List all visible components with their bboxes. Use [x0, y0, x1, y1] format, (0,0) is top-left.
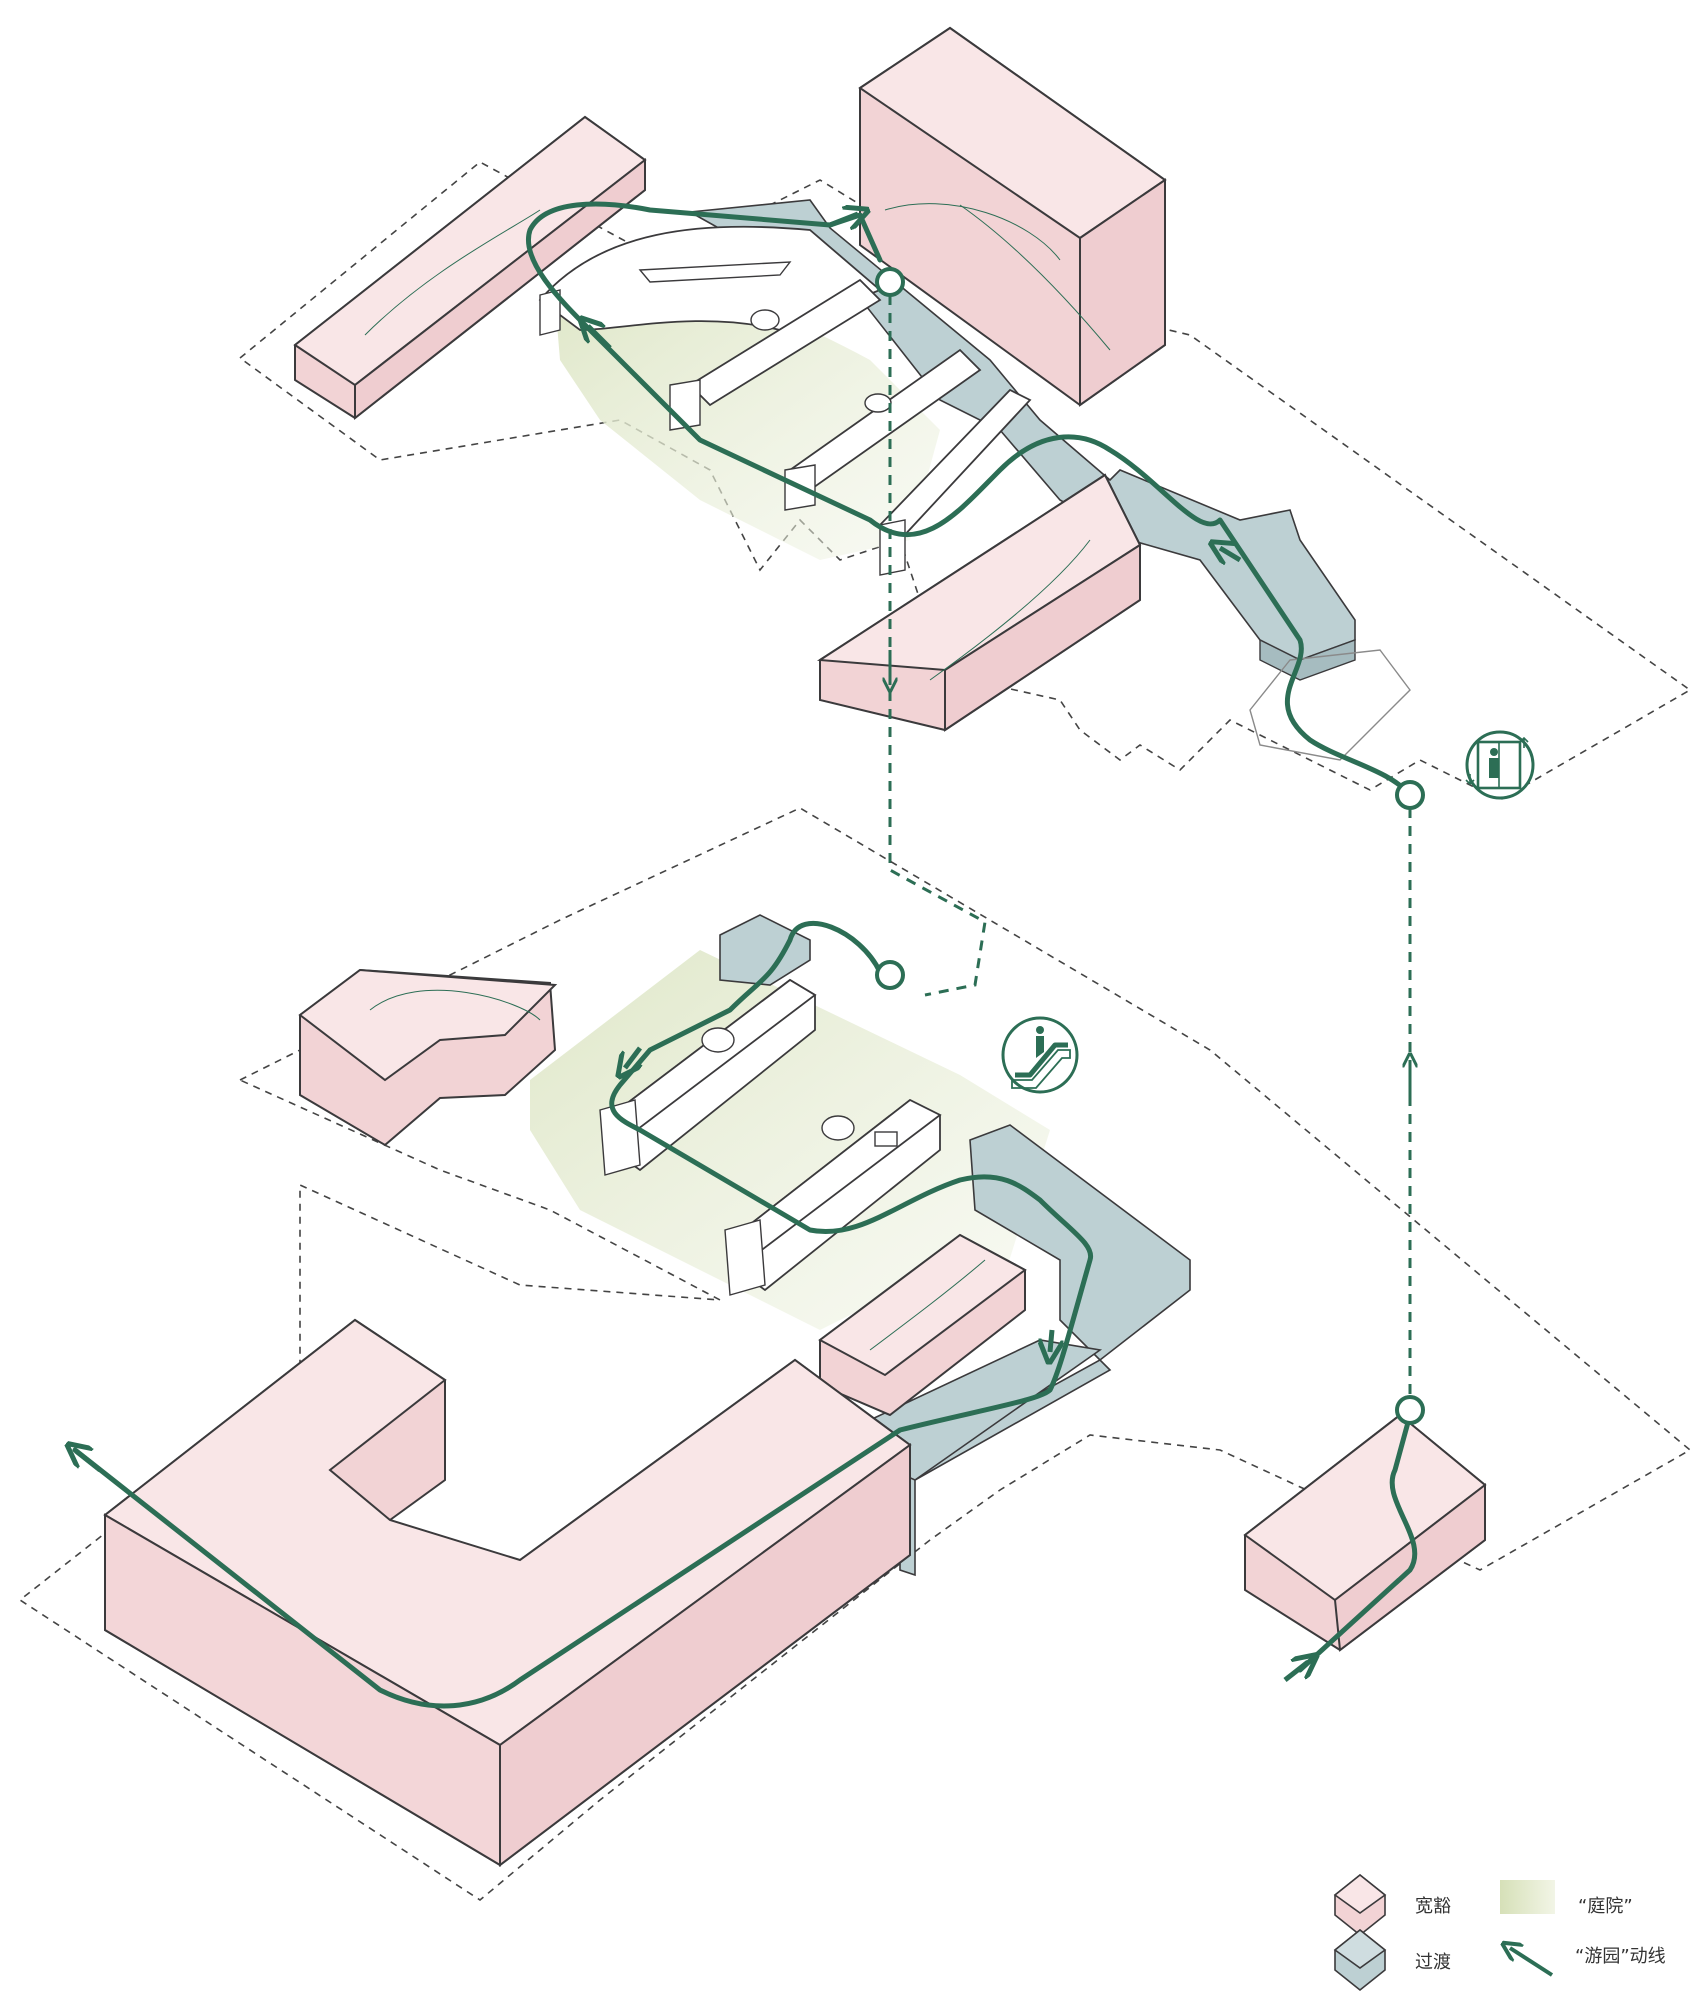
- upper-left-transition-tab: [719, 914, 811, 986]
- upper-left-pink-block: [293, 115, 647, 421]
- vertical-links: [890, 295, 1410, 1400]
- lower-left-pink-block: [298, 968, 558, 1147]
- elevator-icon: [1465, 730, 1535, 800]
- legend-blue-label: 过渡: [1415, 1952, 1451, 1973]
- legend-blue-swatch: [1333, 1928, 1387, 1992]
- lower-level: [18, 807, 1692, 1901]
- upper-node-courtyard: [875, 267, 905, 297]
- upper-route-arrow-right: [1220, 548, 1242, 560]
- lower-route: [72, 920, 1418, 1709]
- upper-route-arrow-left: [588, 326, 612, 350]
- lower-route-arrow-mid: [625, 1046, 640, 1068]
- lower-node-entry: [1395, 1395, 1425, 1425]
- lower-transition-bridge: [899, 1124, 1191, 1577]
- legend-route-arrow-icon: [1510, 1948, 1554, 1977]
- upper-mid-pink-block: [816, 473, 1142, 732]
- upper-arch-structure: [538, 225, 1032, 576]
- lower-mid-pink-block: [818, 1233, 1027, 1417]
- lower-site-boundary: [18, 807, 1692, 1901]
- upper-courtyard: [555, 283, 940, 560]
- lower-node-escalator: [875, 960, 905, 990]
- legend: 宽豁 “庭院” 过渡 “游园”动线: [1333, 1873, 1666, 1992]
- lower-route-arrow-entry: [1283, 1662, 1308, 1682]
- upper-level: [238, 26, 1692, 810]
- legend-pink-swatch: [1333, 1873, 1387, 1937]
- escalator-icon: [1001, 1016, 1079, 1094]
- lower-route-arrow-exit: [76, 1451, 102, 1472]
- legend-pink-label: 宽豁: [1415, 1896, 1451, 1917]
- legend-route-label: “游园”动线: [1575, 1946, 1666, 1967]
- upper-tall-pink-block: [858, 26, 1167, 407]
- upper-node-elevator: [1395, 780, 1425, 810]
- lower-large-pink-block: [103, 1318, 912, 1868]
- legend-green-label: “庭院”: [1578, 1896, 1633, 1917]
- legend-green-swatch: [1500, 1880, 1555, 1914]
- lower-right-pink-block: [1243, 1413, 1487, 1652]
- upper-transition-bridge: [687, 199, 1356, 661]
- upper-route-arrow-top: [829, 214, 858, 225]
- lower-route-arrow-bridge: [1050, 1329, 1052, 1352]
- elevator-landing-outline: [1249, 649, 1411, 761]
